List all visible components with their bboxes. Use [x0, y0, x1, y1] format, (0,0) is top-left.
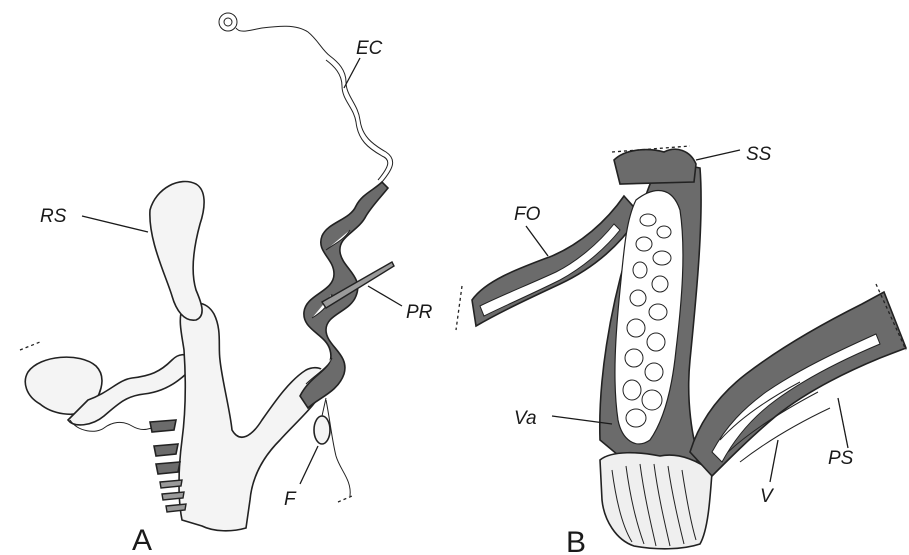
leader-ss — [696, 150, 740, 160]
leader-v — [770, 440, 778, 482]
label-ss: SS — [746, 144, 772, 165]
leader-fo — [526, 226, 548, 256]
label-ps: PS — [828, 448, 854, 469]
dashed-cut-fo — [456, 286, 462, 330]
label-ec: EC — [356, 38, 383, 59]
leader-ec — [344, 58, 360, 88]
leader-pr — [368, 286, 402, 306]
epiphallus-coil-inner — [326, 60, 388, 180]
dashed-cut-bottom — [338, 496, 352, 502]
label-rs: RS — [40, 206, 67, 227]
panel-letter-a: A — [132, 524, 152, 555]
label-va: Va — [514, 408, 537, 429]
free-oviduct-thread — [326, 400, 350, 496]
label-fo: FO — [514, 204, 541, 225]
leader-f — [300, 446, 318, 484]
label-f: F — [284, 489, 297, 510]
dashed-cut-left — [20, 342, 40, 350]
ss-cap — [614, 149, 696, 184]
leader-rs — [82, 216, 148, 232]
flagellum-tip — [219, 13, 237, 31]
bulb-thread — [322, 398, 326, 416]
label-v: V — [760, 486, 775, 507]
label-pr: PR — [406, 302, 433, 323]
receptaculum-seminis — [150, 182, 204, 321]
leader-ps — [838, 398, 848, 448]
panel-a-drawing — [20, 13, 394, 531]
bulb-f — [314, 416, 330, 444]
main-duct — [179, 303, 327, 531]
flagellum-tip-inner — [224, 18, 232, 26]
panel-letter-b: B — [566, 526, 586, 555]
